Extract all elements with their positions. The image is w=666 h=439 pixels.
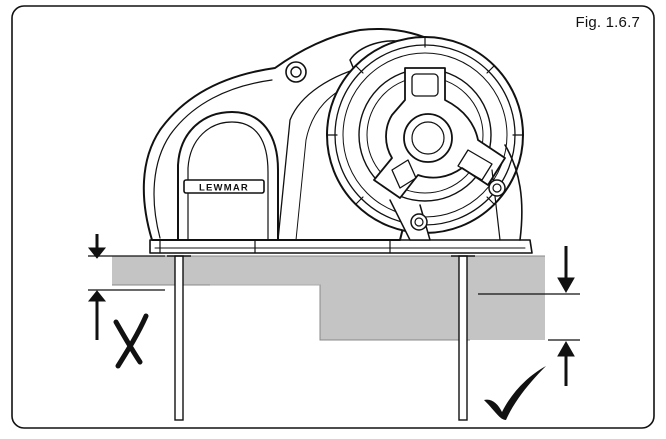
arrow-down-left — [87, 247, 107, 259]
stud-right — [458, 255, 468, 421]
arrow-up-right — [557, 340, 575, 357]
thickness-indicator-left — [87, 234, 165, 340]
mounting-studs — [167, 255, 475, 421]
arrow-up-left — [87, 290, 107, 302]
thickness-indicator-right — [478, 246, 580, 386]
housing-bolt-top — [285, 61, 307, 83]
base-plate — [149, 239, 533, 254]
stud-left — [174, 255, 184, 421]
brand-text: LEWMAR — [199, 183, 249, 194]
thick-deck-center — [320, 256, 545, 340]
check-icon — [484, 366, 546, 420]
figure-border — [11, 5, 655, 429]
front-arch — [177, 111, 279, 241]
arrow-down-right — [557, 277, 575, 294]
bracket-bolt-lower — [410, 213, 428, 231]
deck-section — [112, 255, 545, 341]
figure-label: Fig. 1.6.7 — [575, 14, 640, 31]
cross-icon — [113, 313, 149, 369]
side-bolt-right — [488, 179, 506, 197]
thin-deck-left — [112, 256, 320, 285]
gypsy-drum — [326, 36, 524, 234]
windlass-unit: LEWMAR — [142, 28, 533, 254]
brand-plate — [183, 179, 265, 194]
